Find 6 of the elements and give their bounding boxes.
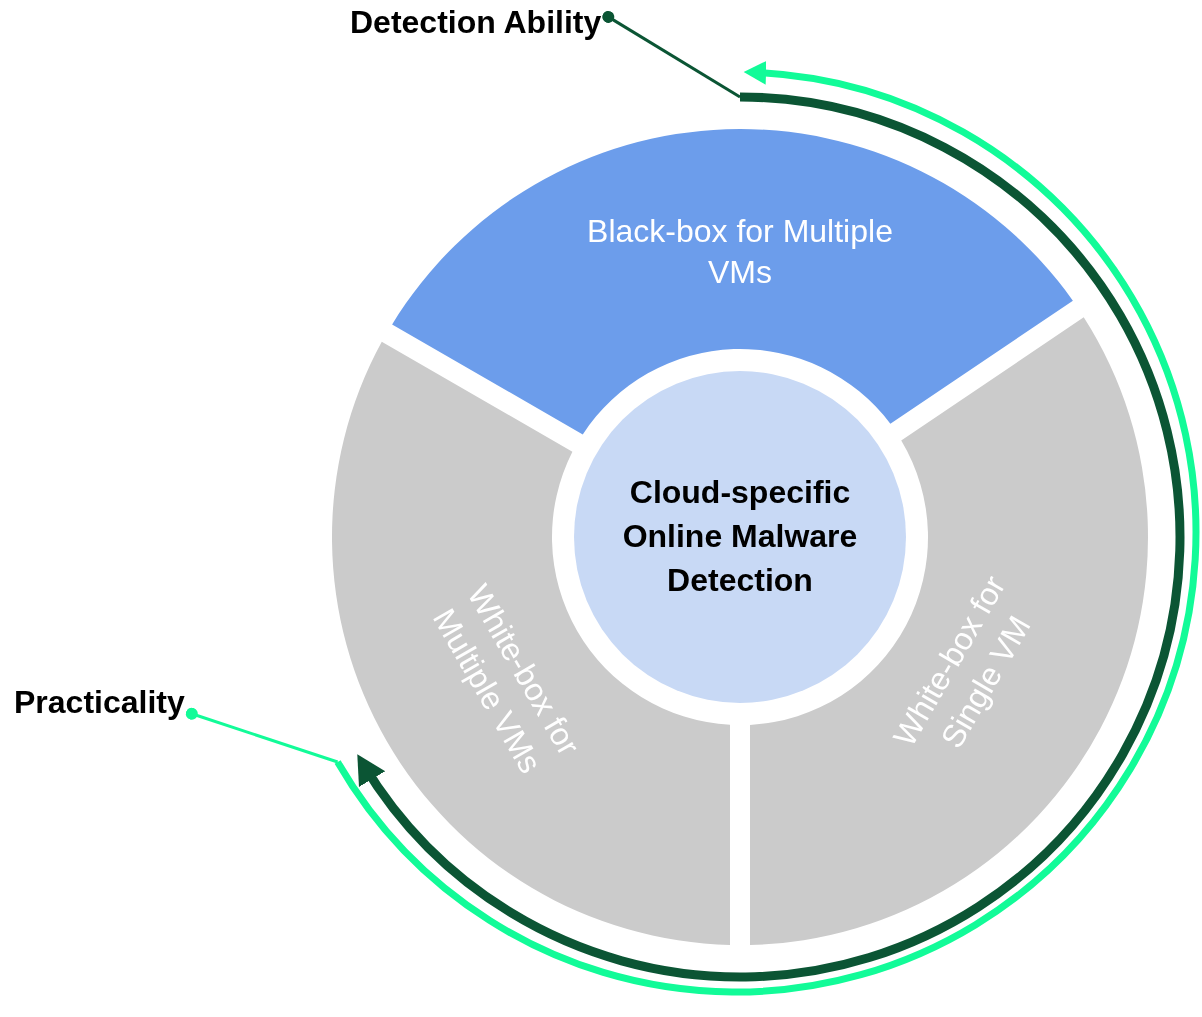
leader-line: [185, 707, 339, 764]
leader-line: [602, 10, 741, 99]
center-label: Cloud-specific Online Malware Detection: [622, 473, 858, 600]
axis-label: Detection Ability: [350, 4, 602, 41]
segment-label: Black-box for Multiple VMs: [586, 211, 894, 293]
axis-label: Practicality: [14, 684, 185, 721]
